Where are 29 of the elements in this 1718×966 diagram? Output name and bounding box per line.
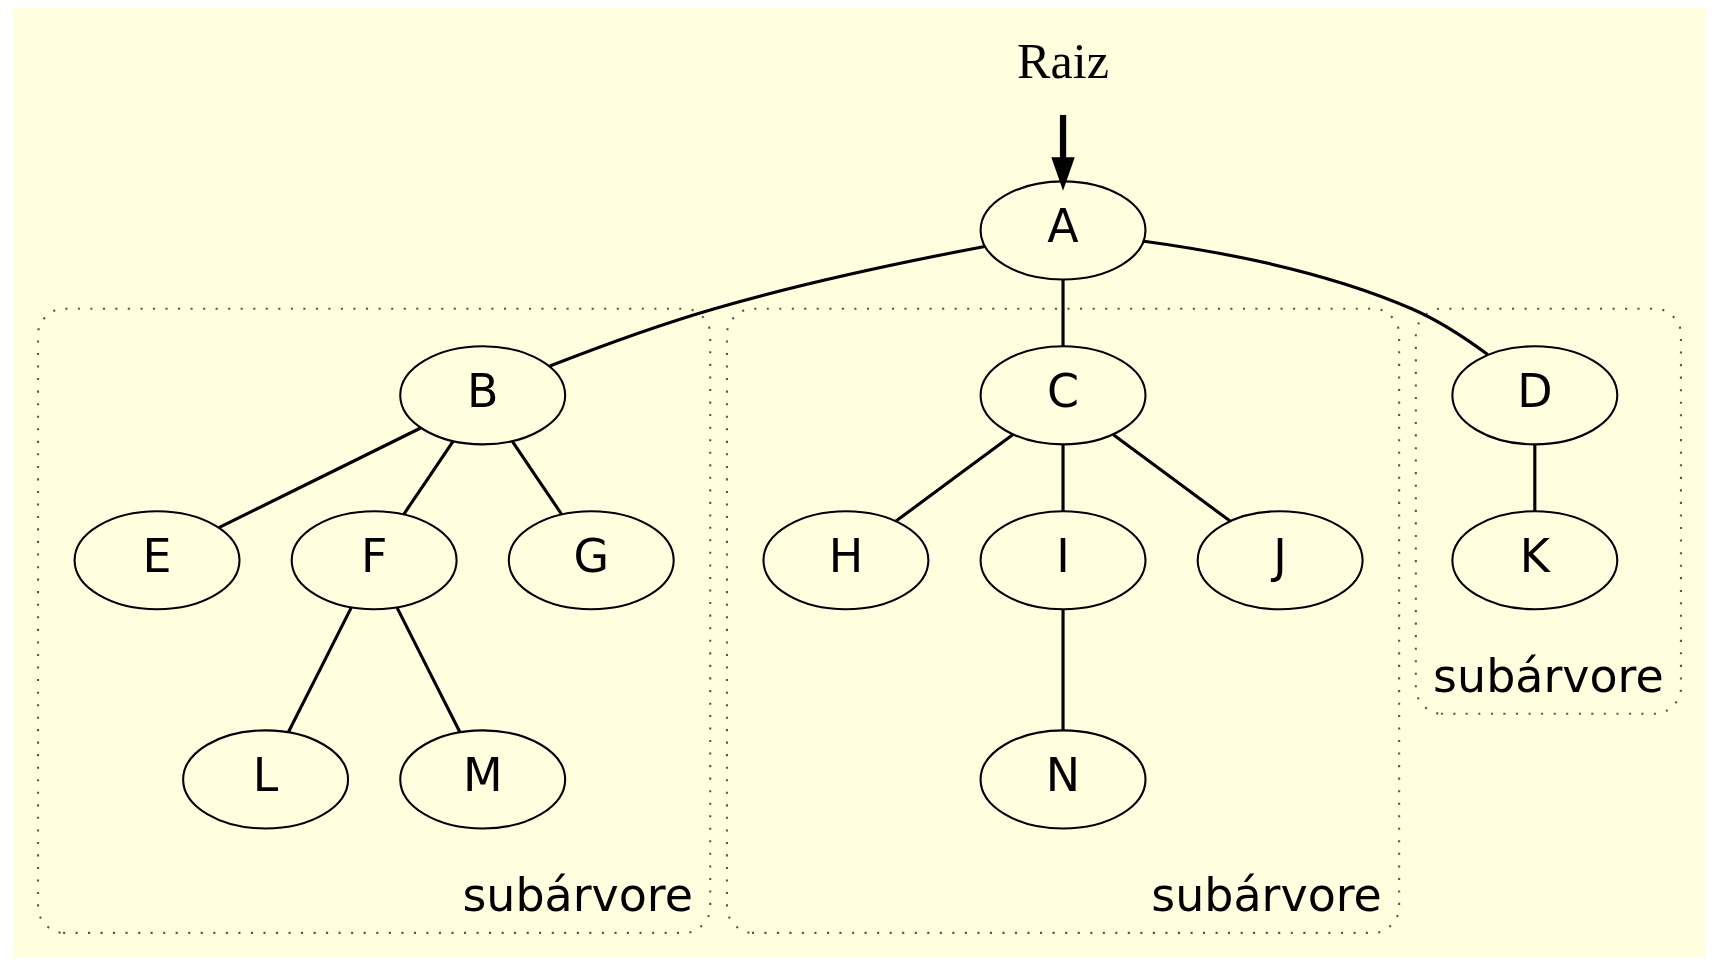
connector bbox=[510, 440, 563, 516]
connector bbox=[1143, 239, 1489, 356]
connector bbox=[395, 607, 461, 733]
connector bbox=[1532, 444, 1536, 512]
node-ellipse: G bbox=[507, 510, 675, 611]
node-ellipse: I bbox=[979, 510, 1147, 611]
node-ellipse: K bbox=[1450, 510, 1618, 611]
node-ellipse: A bbox=[979, 180, 1147, 281]
connector bbox=[548, 244, 985, 368]
node-ellipse: B bbox=[398, 345, 566, 446]
connector bbox=[401, 440, 454, 516]
arrow bbox=[1050, 114, 1075, 191]
node-ellipse: F bbox=[290, 510, 458, 611]
connector bbox=[894, 433, 1014, 523]
node-ellipse: N bbox=[979, 729, 1147, 830]
connector bbox=[1060, 279, 1065, 347]
connector bbox=[1060, 444, 1065, 512]
node-ellipse: J bbox=[1196, 510, 1364, 611]
node-ellipse: D bbox=[1450, 345, 1618, 446]
node-ellipse: E bbox=[73, 510, 241, 611]
connector bbox=[217, 426, 421, 530]
connector bbox=[286, 607, 352, 733]
connector bbox=[1060, 609, 1065, 731]
node-ellipse: L bbox=[181, 729, 349, 830]
node-ellipse: M bbox=[398, 729, 566, 830]
node-ellipse: C bbox=[979, 345, 1147, 446]
node-ellipse: H bbox=[761, 510, 929, 611]
node-text: Raiz bbox=[1016, 33, 1109, 90]
connector bbox=[1111, 433, 1231, 523]
